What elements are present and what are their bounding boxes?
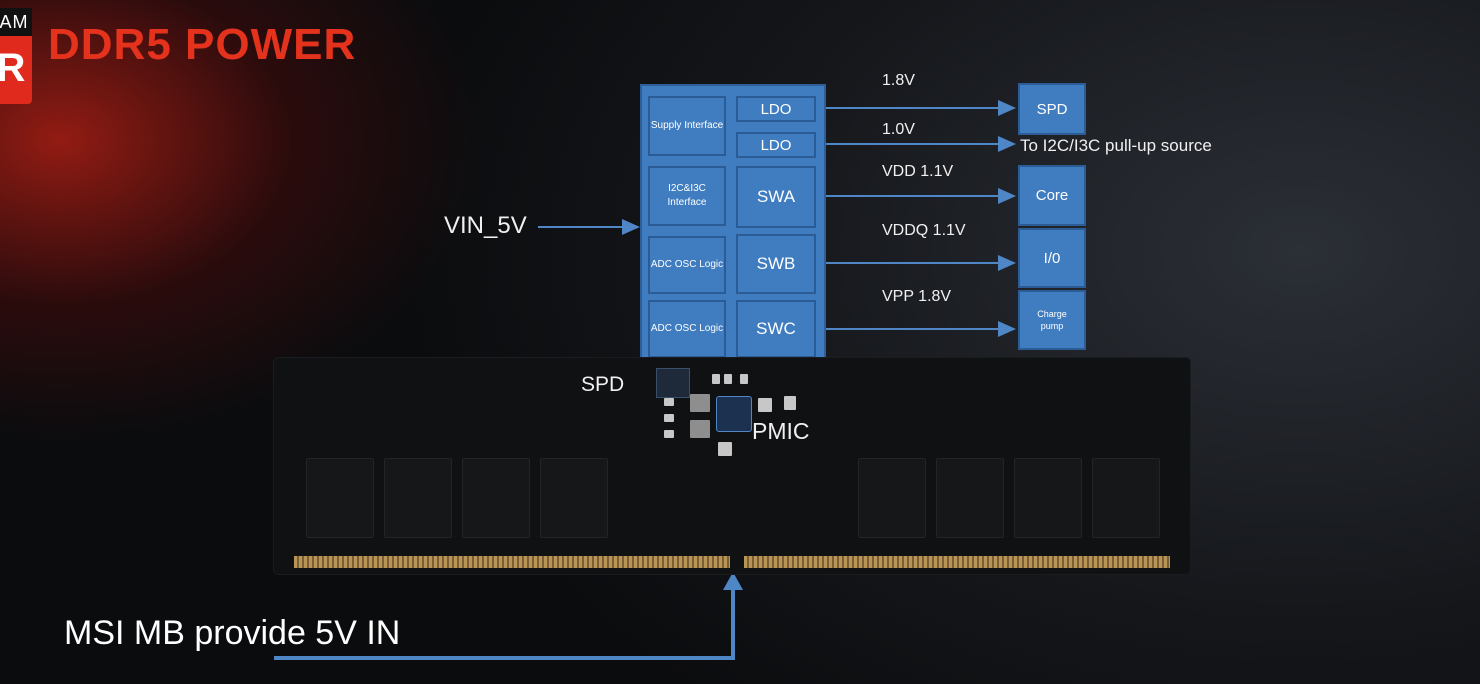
- voltage-label-vpp: VPP 1.8V: [882, 288, 952, 305]
- smd-component: [740, 374, 748, 384]
- smd-component: [664, 414, 674, 422]
- dram-chip: [936, 458, 1004, 538]
- pmic-block-diagram: Supply Interface I2C&I3C Interface ADC O…: [640, 84, 826, 360]
- adc-osc-logic-block-1: ADC OSC Logic: [648, 236, 726, 294]
- voltage-label-1v8: 1.8V: [882, 72, 915, 89]
- logo-letter: R: [0, 46, 26, 90]
- smd-component: [718, 442, 732, 456]
- brand-logo: AM R: [0, 8, 32, 104]
- motherboard-input-caption: MSI MB provide 5V IN: [64, 614, 401, 652]
- smd-component: [758, 398, 772, 412]
- inductor: [690, 420, 710, 438]
- smd-component: [724, 374, 732, 384]
- smd-component: [664, 430, 674, 438]
- motherboard-feed-line: [274, 584, 735, 660]
- core-output-box: Core: [1018, 165, 1086, 226]
- dram-chip: [306, 458, 374, 538]
- dram-chip: [858, 458, 926, 538]
- smd-component: [712, 374, 720, 384]
- motherboard-feed-arrowhead: [723, 572, 743, 590]
- adc-osc-logic-block-2: ADC OSC Logic: [648, 300, 726, 358]
- i2c-i3c-interface-block: I2C&I3C Interface: [648, 166, 726, 226]
- pmic-chip: [716, 396, 752, 432]
- ldo-block-2: LDO: [736, 132, 816, 158]
- supply-interface-block: Supply Interface: [648, 96, 726, 156]
- pmic-chip-label: PMIC: [752, 418, 810, 444]
- smd-component: [664, 398, 674, 406]
- dimm-key-notch: [730, 548, 744, 570]
- spd-output-box: SPD: [1018, 83, 1086, 135]
- vin-label: VIN_5V: [444, 212, 527, 239]
- dram-chip: [462, 458, 530, 538]
- logo-top-text: AM: [0, 8, 32, 36]
- pullup-source-label: To I2C/I3C pull-up source: [1020, 136, 1212, 155]
- voltage-label-vdd: VDD 1.1V: [882, 163, 954, 180]
- swb-block: SWB: [736, 234, 816, 294]
- voltage-label-vddq: VDDQ 1.1V: [882, 222, 966, 239]
- spd-chip-label: SPD: [581, 373, 625, 396]
- voltage-label-1v0: 1.0V: [882, 121, 915, 138]
- ldo-block-1: LDO: [736, 96, 816, 122]
- spd-chip: [656, 368, 690, 398]
- io-output-box: I/0: [1018, 228, 1086, 288]
- swc-block: SWC: [736, 300, 816, 358]
- dram-chip: [540, 458, 608, 538]
- page-title: DDR5 POWER: [48, 20, 357, 69]
- smd-component: [784, 396, 796, 410]
- dram-chip: [384, 458, 452, 538]
- dram-chip: [1092, 458, 1160, 538]
- dram-chip: [1014, 458, 1082, 538]
- inductor: [690, 394, 710, 412]
- swa-block: SWA: [736, 166, 816, 228]
- ddr5-dimm-module: [274, 358, 1190, 574]
- charge-pump-output-box: Charge pump: [1018, 290, 1086, 350]
